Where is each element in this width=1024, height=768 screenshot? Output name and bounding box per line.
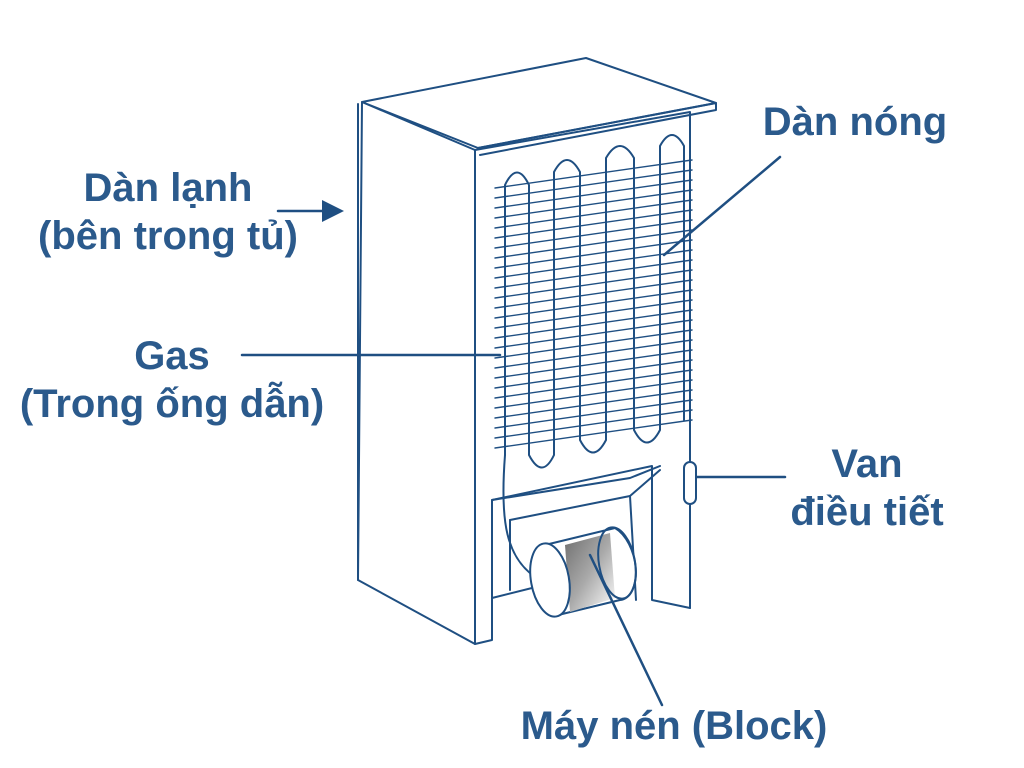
compressor-label-line1: Máy nén (Block) <box>520 704 828 748</box>
compressor-leader <box>588 553 664 707</box>
compressor-compartment <box>491 454 661 601</box>
cold-coil-arrow-head <box>322 200 344 222</box>
valve-label: Van điều tiết <box>752 440 982 536</box>
gas-label-line1: Gas <box>134 334 210 378</box>
hot-coil-label-line1: Dàn nóng <box>762 100 948 144</box>
compressor-label: Máy nén (Block) <box>474 702 874 750</box>
gas-label: Gas (Trong ống dẫn) <box>2 332 342 428</box>
valve-label-line2: điều tiết <box>790 490 944 534</box>
cold-coil-label-line1: Dàn lạnh <box>83 166 253 210</box>
hot-coil-leader <box>662 155 782 257</box>
leader-lines <box>240 155 787 707</box>
fridge-body <box>357 57 717 645</box>
gas-label-line2: (Trong ống dẫn) <box>19 382 325 426</box>
condenser-wires <box>494 159 693 449</box>
valve <box>683 439 697 601</box>
cold-coil-label: Dàn lạnh (bên trong tủ) <box>18 164 318 260</box>
hot-coil-label: Dàn nóng <box>740 98 970 146</box>
compressor <box>529 526 637 618</box>
valve-label-line1: Van <box>831 442 903 486</box>
condenser-coil <box>494 134 693 469</box>
cold-coil-label-line2: (bên trong tủ) <box>38 214 298 258</box>
